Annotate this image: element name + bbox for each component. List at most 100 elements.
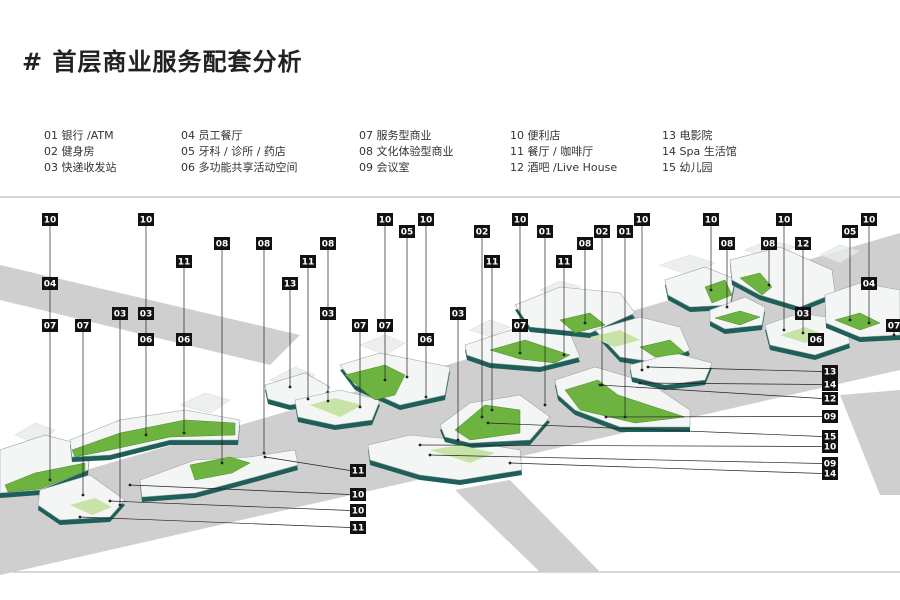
function-tag-label: 06 bbox=[810, 336, 823, 346]
function-tag-box bbox=[138, 213, 154, 226]
function-tag-label: 10 bbox=[140, 216, 153, 226]
leader-dot bbox=[428, 453, 432, 457]
function-tag: 03 bbox=[112, 307, 128, 320]
function-tag-label: 15 bbox=[824, 433, 837, 443]
leader-dot bbox=[48, 478, 52, 482]
legend-item: 06 多功能共享活动空间 bbox=[181, 161, 298, 174]
function-tag-label: 10 bbox=[705, 216, 718, 226]
function-tag-box bbox=[861, 213, 877, 226]
green-courtyard bbox=[739, 272, 773, 296]
leader-line bbox=[419, 444, 823, 447]
function-tag-box bbox=[256, 237, 272, 250]
legend-item: 10 便利店 bbox=[510, 129, 561, 142]
leader-line bbox=[599, 384, 823, 399]
legend-item: 01 银行 /ATM bbox=[44, 129, 114, 142]
leader-dot bbox=[640, 368, 644, 372]
legend-column-4: 10 便利店 11 餐厅 / 咖啡厅 12 酒吧 /Live House bbox=[510, 128, 690, 176]
function-tag-label: 12 bbox=[824, 395, 837, 405]
legend-column-1: 01 银行 /ATM 02 健身房 03 快递收发站 bbox=[44, 128, 224, 176]
leader-dot bbox=[709, 288, 713, 292]
function-tag-box bbox=[556, 255, 572, 268]
function-tag-box bbox=[138, 333, 154, 346]
legend-column-3: 07 服务型商业 08 文化体验型商业 09 会议室 bbox=[359, 128, 539, 176]
function-tag-box bbox=[822, 365, 838, 378]
function-tag: 04 bbox=[42, 277, 58, 290]
leader-dot bbox=[490, 408, 494, 412]
light-green-area bbox=[70, 498, 112, 515]
page-title: # 首层商业服务配套分析 bbox=[22, 48, 303, 76]
function-tag: 01 bbox=[537, 225, 553, 238]
function-tag-box bbox=[320, 237, 336, 250]
green-courtyard bbox=[704, 279, 733, 304]
function-tag: 10 bbox=[418, 213, 434, 226]
function-tag: 11 bbox=[176, 255, 192, 268]
function-tag-label: 03 bbox=[114, 310, 127, 320]
function-tag-box bbox=[42, 319, 58, 332]
function-tag-label: 08 bbox=[763, 240, 776, 250]
function-tag-box bbox=[795, 237, 811, 250]
leader-dot bbox=[262, 451, 266, 455]
function-tag: 10 bbox=[377, 213, 393, 226]
leader-dot bbox=[801, 331, 805, 335]
leader-line bbox=[605, 416, 823, 418]
leader-dot bbox=[418, 443, 422, 447]
leader-line bbox=[639, 382, 823, 385]
function-tag: 10 bbox=[42, 213, 58, 226]
leader-dot bbox=[486, 421, 490, 425]
light-green-area bbox=[430, 445, 495, 463]
function-tag: 06 bbox=[176, 333, 192, 346]
function-tag: 03 bbox=[138, 307, 154, 320]
function-tag-label: 10 bbox=[379, 216, 392, 226]
function-tag: 07 bbox=[42, 319, 58, 332]
function-tag-label: 11 bbox=[352, 467, 365, 477]
leader-dot bbox=[326, 399, 330, 403]
function-tag-label: 09 bbox=[824, 413, 837, 423]
leader-dot bbox=[182, 431, 186, 435]
function-tag-box bbox=[418, 213, 434, 226]
leader-dot bbox=[848, 318, 852, 322]
function-tag: 03 bbox=[795, 307, 811, 320]
function-tag-label: 14 bbox=[824, 470, 837, 480]
function-tag-label: 01 bbox=[539, 228, 552, 238]
function-tag-label: 07 bbox=[379, 322, 392, 332]
function-tag-box bbox=[886, 319, 900, 332]
function-tag-label: 06 bbox=[420, 336, 433, 346]
function-tag: 06 bbox=[418, 333, 434, 346]
function-tag-box bbox=[474, 225, 490, 238]
leader-dot bbox=[144, 433, 148, 437]
leader-dot bbox=[782, 328, 786, 332]
function-tag-label: 13 bbox=[824, 368, 837, 378]
function-tag-box bbox=[214, 237, 230, 250]
function-tag-box bbox=[350, 504, 366, 517]
building-blocks bbox=[0, 239, 900, 525]
function-tag: 08 bbox=[214, 237, 230, 250]
legend-item: 12 酒吧 /Live House bbox=[510, 161, 618, 174]
leader-dot bbox=[598, 383, 602, 387]
function-tag: 03 bbox=[320, 307, 336, 320]
right-side-road bbox=[840, 390, 900, 495]
leader-dot bbox=[220, 461, 224, 465]
legend-item: 02 健身房 bbox=[44, 145, 95, 158]
light-green-area bbox=[590, 330, 640, 347]
leader-line bbox=[264, 456, 351, 471]
green-courtyard bbox=[639, 339, 686, 358]
legend-column-5: 13 电影院 14 Spa 生活馆 15 幼儿园 bbox=[662, 128, 842, 176]
lower-right-road bbox=[455, 480, 600, 572]
function-tag: 10 bbox=[634, 213, 650, 226]
function-tag-label: 08 bbox=[258, 240, 271, 250]
legend-item: 08 文化体验型商业 bbox=[359, 145, 454, 158]
green-courtyard bbox=[189, 456, 251, 481]
leader-dot bbox=[867, 321, 871, 325]
function-tag: 03 bbox=[450, 307, 466, 320]
function-tag-box bbox=[138, 307, 154, 320]
function-tag-box bbox=[703, 213, 719, 226]
leader-dot bbox=[562, 353, 566, 357]
leader-dot bbox=[604, 415, 608, 419]
function-tag: 10 bbox=[350, 504, 366, 517]
function-tag-label: 01 bbox=[619, 228, 632, 238]
leader-dot bbox=[81, 493, 85, 497]
function-tag-box bbox=[352, 319, 368, 332]
leader-line bbox=[487, 422, 823, 437]
function-tag: 08 bbox=[719, 237, 735, 250]
